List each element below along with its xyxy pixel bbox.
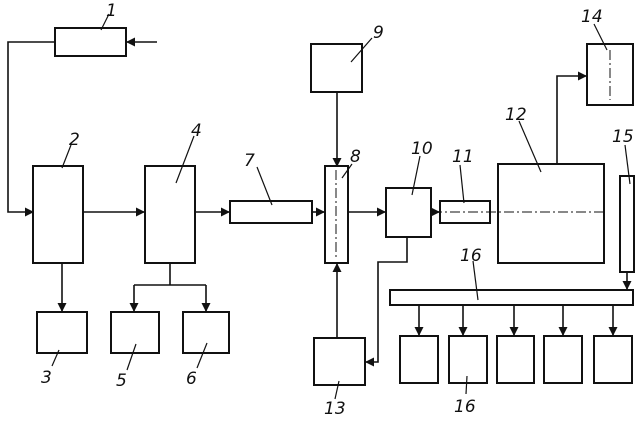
label-11: 11 xyxy=(452,147,474,167)
label-15: 15 xyxy=(612,127,634,147)
block-4 xyxy=(145,166,195,263)
block-16-out-1 xyxy=(400,336,438,383)
label-3: 3 xyxy=(41,368,52,388)
block-1 xyxy=(55,28,126,56)
block-12-to-block-14 xyxy=(557,76,586,164)
label-5: 5 xyxy=(116,371,127,391)
block-13 xyxy=(314,338,365,385)
label-16-bottom: 16 xyxy=(454,397,476,417)
block-15 xyxy=(620,176,634,272)
label-16: 16 xyxy=(460,246,482,266)
label-14: 14 xyxy=(581,7,603,27)
block-2 xyxy=(33,166,83,263)
leader-7 xyxy=(257,167,272,205)
block-9 xyxy=(311,44,362,92)
label-1: 1 xyxy=(106,1,117,21)
label-7: 7 xyxy=(244,151,255,171)
block-3 xyxy=(37,312,87,353)
block-16-out-4 xyxy=(544,336,582,383)
label-6: 6 xyxy=(186,369,197,389)
label-13: 13 xyxy=(324,399,346,419)
block-16-out-3 xyxy=(497,336,534,383)
leader-11 xyxy=(460,165,464,203)
label-2: 2 xyxy=(69,130,80,150)
block-16-out-2 xyxy=(449,336,487,383)
label-8: 8 xyxy=(350,147,361,167)
label-4: 4 xyxy=(191,121,202,141)
block-16-bus xyxy=(390,290,633,305)
label-9: 9 xyxy=(373,23,384,43)
block-10 xyxy=(386,188,431,237)
label-10: 10 xyxy=(411,139,433,159)
block-12 xyxy=(498,164,604,263)
block-16-out-5 xyxy=(594,336,632,383)
block-7 xyxy=(230,201,312,223)
label-12: 12 xyxy=(505,105,527,125)
